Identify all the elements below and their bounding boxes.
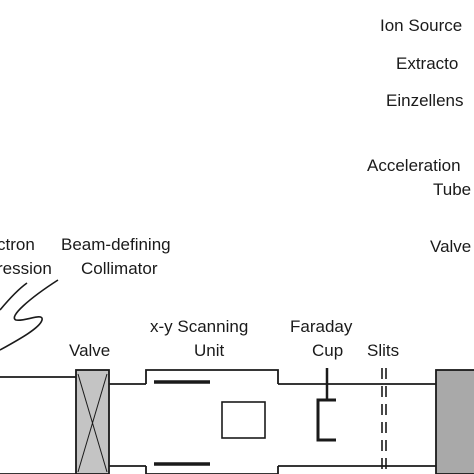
valve-left bbox=[75, 369, 110, 474]
slits-label: Slits bbox=[367, 341, 399, 360]
faraday-cup bbox=[316, 368, 336, 442]
electron-suppression-leader-line bbox=[0, 282, 28, 311]
scanning-deflector-box bbox=[221, 401, 266, 439]
scanning-unit-label-line2: Unit bbox=[194, 341, 225, 360]
collimator-label-line1: Beam-defining bbox=[61, 235, 171, 254]
scanning-unit-label-line1: x-y Scanning bbox=[150, 317, 248, 336]
collimator-label-line2: Collimator bbox=[81, 259, 158, 278]
faraday-cup-label-line1: Faraday bbox=[290, 317, 353, 336]
beamline-pipe bbox=[0, 369, 436, 474]
electron-suppression-label-line1: ctron bbox=[0, 235, 35, 254]
einzellens-label: Einzellens bbox=[386, 91, 464, 110]
electron-suppression-label-line2: ression bbox=[0, 259, 52, 278]
valve-right-block bbox=[435, 369, 474, 474]
ion-source-label: Ion Source bbox=[380, 16, 462, 35]
acceleration-tube-label-line1: Acceleration bbox=[367, 156, 461, 175]
collimator-leader-line bbox=[0, 279, 59, 351]
valve-right-label: Valve bbox=[430, 237, 471, 256]
extractor-label: Extracto bbox=[396, 54, 458, 73]
acceleration-tube-label-line2: Tube bbox=[433, 180, 471, 199]
faraday-cup-label-line2: Cup bbox=[312, 341, 343, 360]
valve-left-label: Valve bbox=[69, 341, 110, 360]
